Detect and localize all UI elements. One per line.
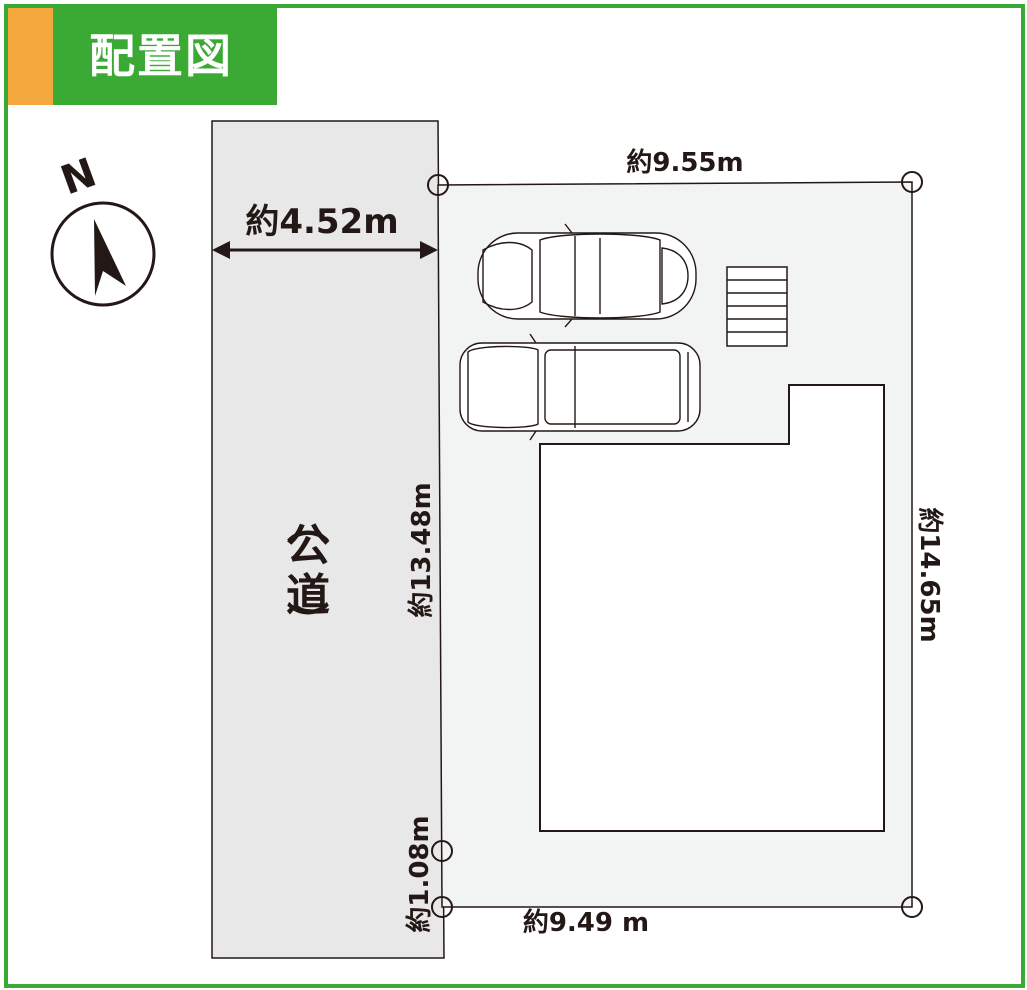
road-label-open: （ [282, 502, 331, 544]
north-label: N [55, 150, 102, 205]
road-width-arrow [212, 241, 438, 259]
north-arrow-icon [50, 201, 156, 307]
page-title: 配置図 [53, 8, 277, 105]
building-footprint [539, 384, 885, 832]
dimension-left: 約13.48m [406, 482, 437, 617]
road-label-1: 公 [286, 520, 330, 571]
road-label-close: ） [282, 601, 331, 643]
van-icon [459, 333, 701, 441]
drawing-frame [4, 4, 1025, 988]
road-width-label: 約4.52m [245, 202, 398, 242]
survey-point-icon [427, 171, 923, 918]
title-accent [8, 8, 53, 105]
car-icon [477, 223, 697, 328]
dimension-bottom: 約9.49 m [523, 907, 649, 938]
road-area [211, 120, 445, 959]
road-label-2: 道 [286, 570, 330, 621]
dimension-left-small: 約1.08m [404, 815, 435, 932]
entrance-steps [726, 266, 788, 347]
dimension-right: 約14.65m [914, 507, 945, 642]
dimension-top: 約9.55m [626, 147, 743, 178]
